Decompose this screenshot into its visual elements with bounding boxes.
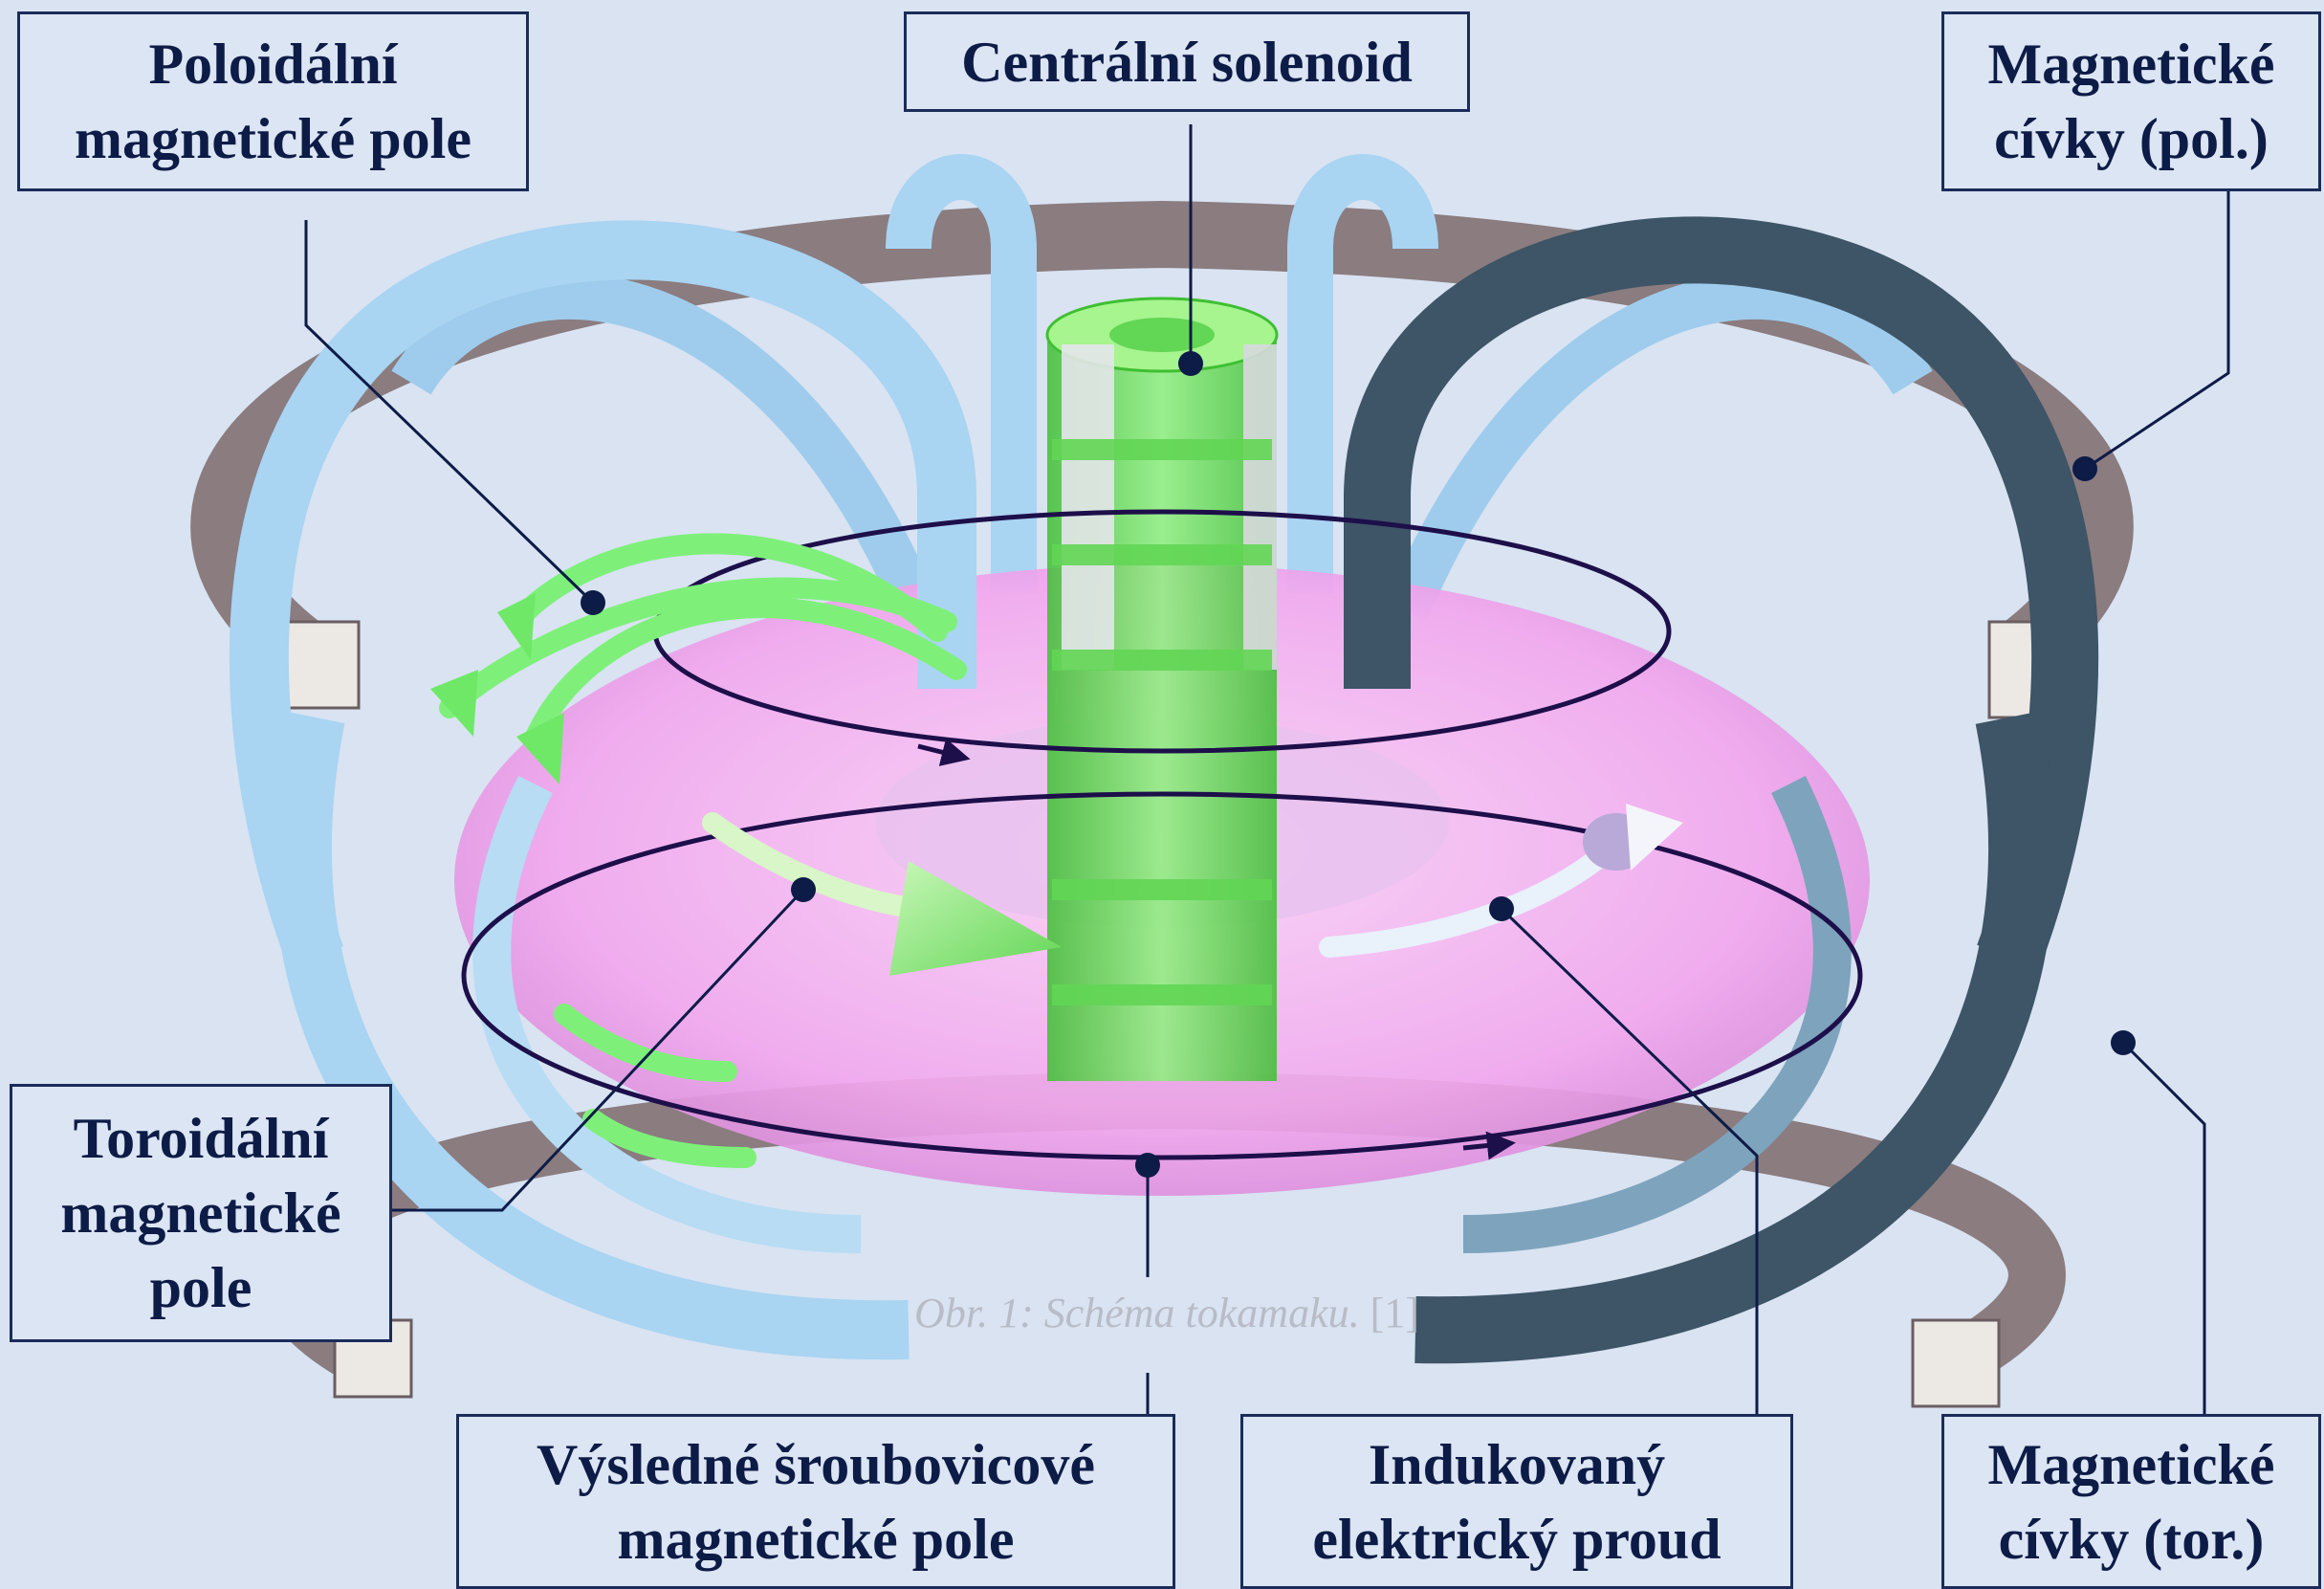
label-line: Výsledné šroubovicové — [537, 1427, 1095, 1502]
label-central-solenoid: Centrální solenoid — [904, 11, 1470, 112]
label-line: Magnetické — [1988, 27, 2275, 101]
label-toroidal-field: Toroidální magnetické pole — [10, 1084, 392, 1342]
label-line: Magnetické — [1988, 1427, 2275, 1502]
label-induced-current: Indukovaný elektrický proud — [1240, 1414, 1793, 1589]
label-line: Indukovaný — [1369, 1427, 1665, 1502]
label-line: elektrický proud — [1312, 1502, 1721, 1577]
label-line: magnetické — [60, 1176, 340, 1250]
label-line: pole — [150, 1250, 252, 1325]
label-toroidal-coils: Magnetické cívky (tor.) — [1941, 1414, 2321, 1589]
poloidal-field-arrowheads — [430, 593, 564, 784]
caption-reference: [1] — [1370, 1290, 1419, 1336]
label-poloidal-field: Poloidální magnetické pole — [17, 11, 529, 191]
label-line: magnetické pole — [618, 1502, 1015, 1577]
central-solenoid — [1047, 298, 1277, 1081]
label-line: cívky (tor.) — [1999, 1502, 2265, 1577]
label-poloidal-coils: Magnetické cívky (pol.) — [1941, 11, 2321, 191]
figure-caption: Obr. 1: Schéma tokamaku. [1] — [832, 1289, 1502, 1337]
label-line: Poloidální — [148, 27, 397, 101]
label-helical-field: Výsledné šroubovicové magnetické pole — [456, 1414, 1175, 1589]
label-line: Centrální solenoid — [961, 25, 1413, 99]
caption-text: Obr. 1: Schéma tokamaku. — [914, 1290, 1360, 1336]
label-line: Toroidální — [74, 1101, 329, 1176]
label-line: cívky (pol.) — [1994, 101, 2269, 176]
label-line: magnetické pole — [75, 101, 471, 176]
